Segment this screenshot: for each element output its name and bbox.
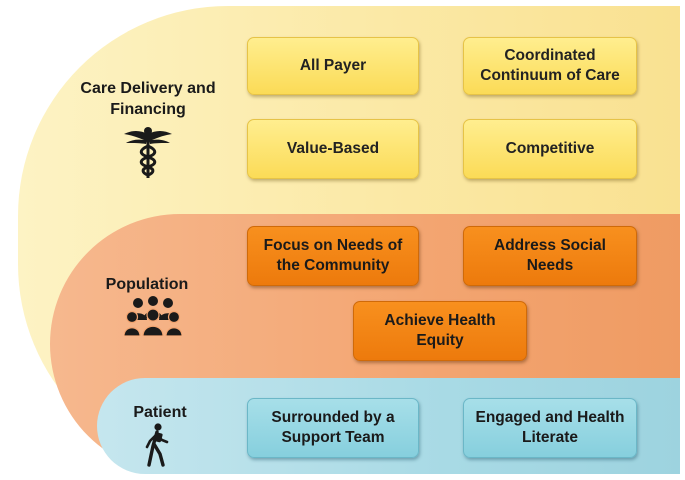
all-payer-box: All Payer: [247, 37, 419, 95]
competitive-box: Competitive: [463, 119, 637, 179]
value-based-box: Value-Based: [247, 119, 419, 179]
population-title: Population: [105, 276, 189, 293]
achieve-health-equity-box: Achieve Health Equity: [353, 301, 527, 361]
engaged-and-health-literate-box: Engaged and Health Literate: [463, 398, 637, 458]
caduceus-icon: [124, 127, 172, 178]
person-walking-icon: [145, 423, 169, 467]
address-social-needs-box: Address Social Needs: [463, 226, 637, 286]
people-group-icon: [124, 296, 182, 336]
patient-title: Patient: [133, 404, 187, 421]
coordinated-continuum-box: Coordinated Continuum of Care: [463, 37, 637, 95]
surrounded-by-support-team-box: Surrounded by a Support Team: [247, 398, 419, 458]
focus-on-community-needs-box: Focus on Needs of the Community: [247, 226, 419, 286]
care-delivery-title: Care Delivery and Financing: [80, 80, 216, 118]
